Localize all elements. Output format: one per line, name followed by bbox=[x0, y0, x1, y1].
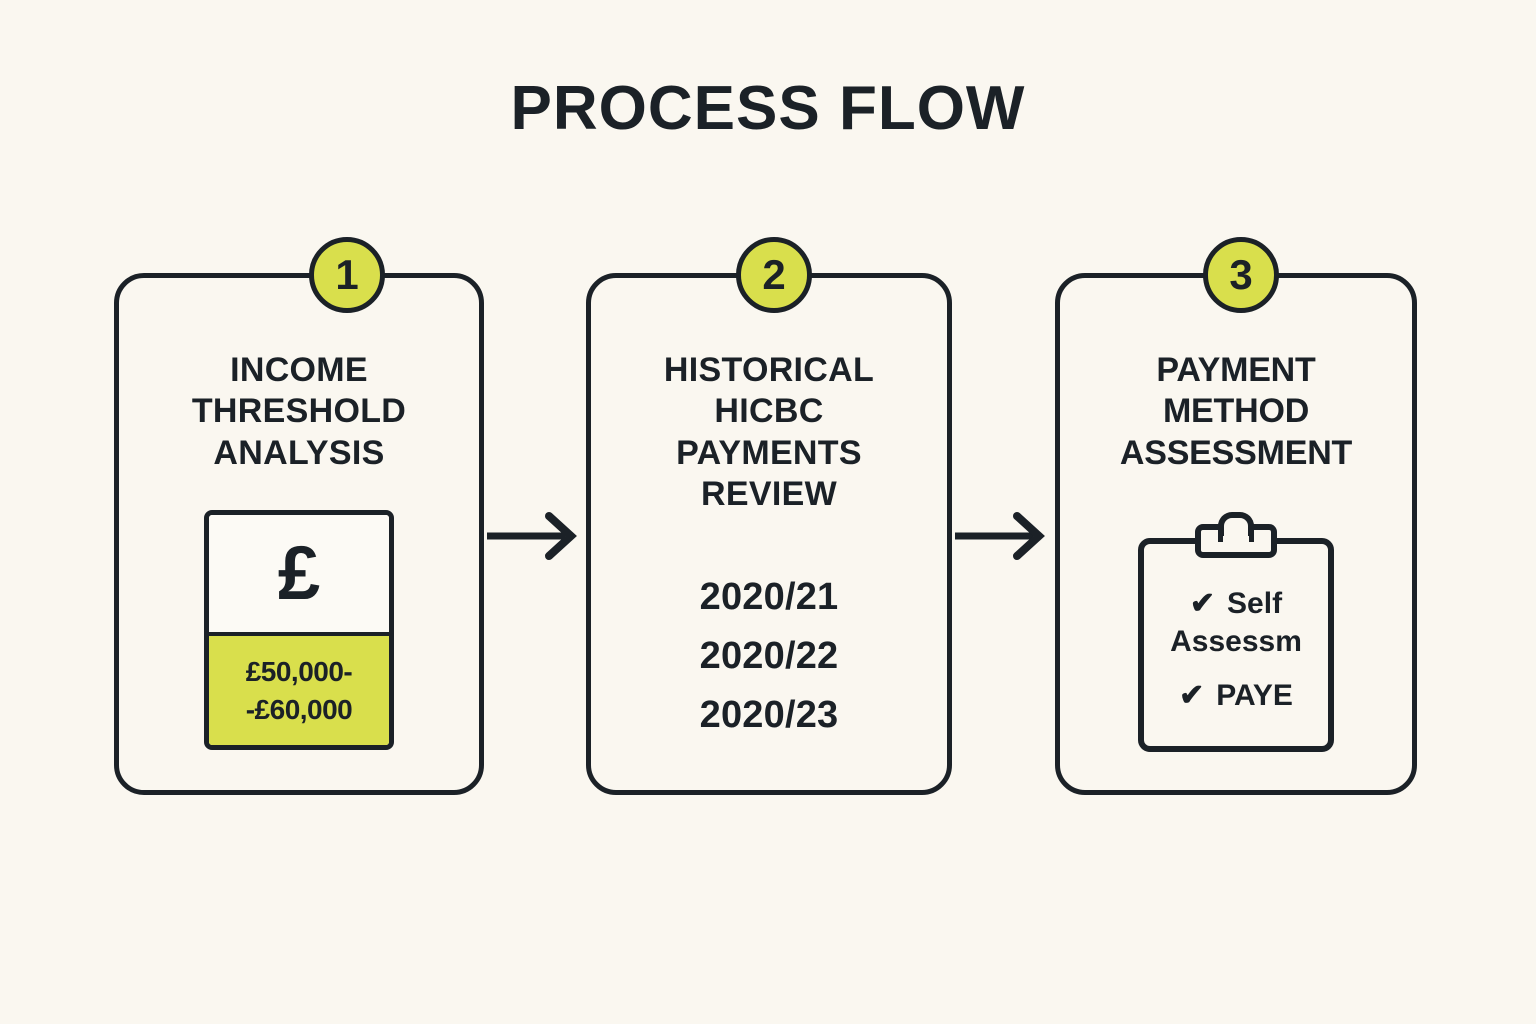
step-heading-3: PAYMENT METHOD ASSESSMENT bbox=[1119, 351, 1353, 472]
step-heading-1: INCOME THRESHOLD ANALYSIS bbox=[191, 351, 407, 472]
step-badge-1: 1 bbox=[309, 237, 385, 313]
income-range-panel: £50,000- -£60,000 bbox=[209, 636, 389, 745]
checklist-label-self-continued: Assessm bbox=[1170, 625, 1302, 658]
process-flow-row: 1 INCOME THRESHOLD ANALYSIS £ £50,000- -… bbox=[0, 237, 1536, 830]
list-item: 2020/23 bbox=[699, 693, 839, 736]
arrow-step2-to-step3 bbox=[955, 510, 1055, 562]
step-card-1[interactable]: 1 INCOME THRESHOLD ANALYSIS £ £50,000- -… bbox=[114, 237, 484, 795]
checklist-label-self: Self bbox=[1227, 587, 1283, 620]
clipboard-icon: ✔ Self Assessm ✔ PAYE bbox=[1138, 512, 1334, 752]
income-range-line-2: -£60,000 bbox=[245, 693, 353, 725]
tax-year-list: 2020/21 2020/22 2020/23 bbox=[591, 568, 947, 745]
check-icon: ✔ bbox=[1179, 679, 1205, 712]
arrow-step1-to-step2 bbox=[487, 510, 587, 562]
pound-sterling-icon: £ bbox=[277, 530, 321, 616]
payment-method-checklist: ✔ Self Assessm ✔ PAYE bbox=[1138, 586, 1334, 714]
step-badge-2: 2 bbox=[736, 237, 812, 313]
checklist-label-self-continued-row: Assessm bbox=[1138, 624, 1334, 660]
check-icon: ✔ bbox=[1189, 587, 1216, 620]
checklist-label-paye: PAYE bbox=[1216, 679, 1293, 712]
step-heading-2: HISTORICAL HICBC PAYMENTS REVIEW bbox=[663, 351, 875, 514]
step-badge-3: 3 bbox=[1203, 237, 1279, 313]
list-item: 2020/21 bbox=[699, 576, 839, 618]
list-item: ✔ Self bbox=[1138, 586, 1334, 622]
step-card-3[interactable]: 3 PAYMENT METHOD ASSESSMENT ✔ Self Asses… bbox=[1055, 237, 1417, 795]
page-title: PROCESS FLOW bbox=[510, 74, 1026, 143]
pound-symbol-panel: £ bbox=[209, 515, 389, 636]
clipboard-clip-knob-mask bbox=[1223, 536, 1249, 546]
income-range-line-1: £50,000- bbox=[245, 655, 353, 687]
list-item: ✔ PAYE bbox=[1138, 678, 1334, 714]
step-number-2: 2 bbox=[762, 251, 786, 298]
list-item: 2020/22 bbox=[699, 634, 839, 677]
step-number-1: 1 bbox=[335, 251, 359, 298]
income-threshold-graphic: £ £50,000- -£60,000 bbox=[204, 510, 394, 750]
step-number-3: 3 bbox=[1229, 251, 1253, 298]
step-card-2[interactable]: 2 HISTORICAL HICBC PAYMENTS REVIEW 2020/… bbox=[586, 237, 952, 795]
